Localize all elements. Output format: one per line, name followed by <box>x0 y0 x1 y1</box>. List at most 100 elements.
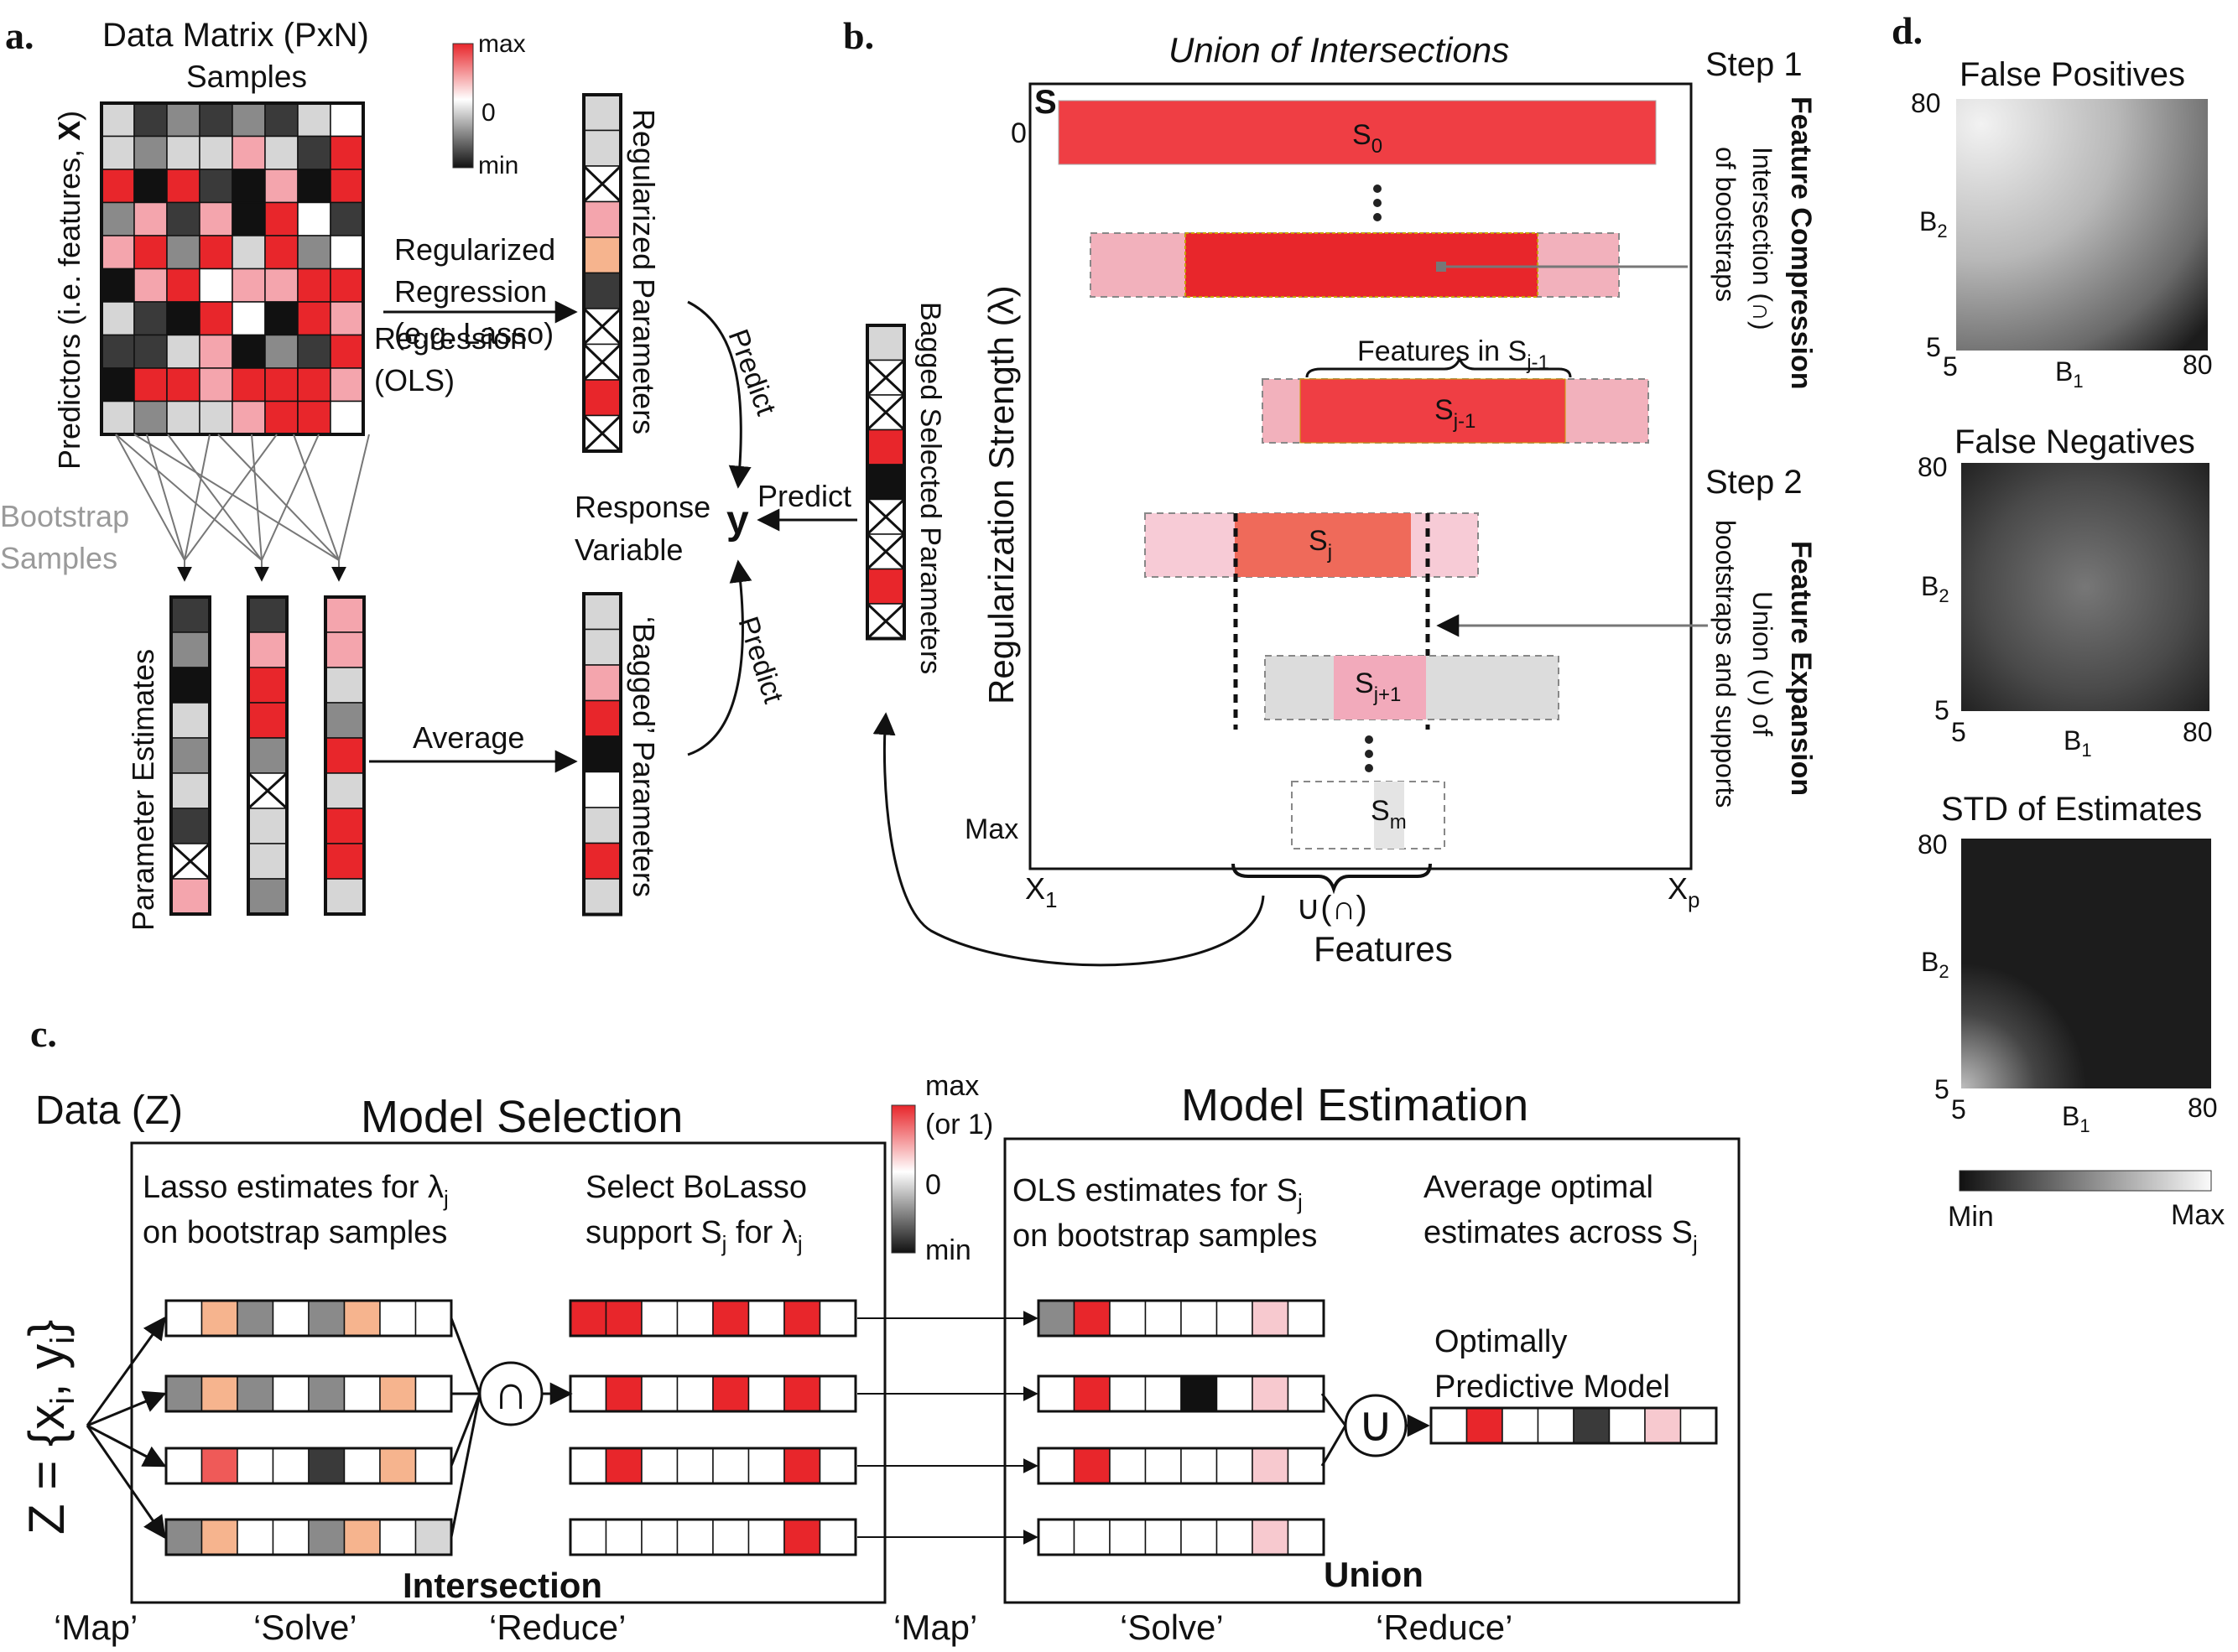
matrix-cell <box>232 334 266 369</box>
optimal-text-1: Optimally <box>1434 1324 1567 1359</box>
row-cell <box>414 1447 452 1484</box>
parameter-cell <box>247 843 288 880</box>
avg-text-1: Average optimal <box>1423 1170 1653 1205</box>
panel-label-a: a. <box>5 14 34 57</box>
predict-curve-top <box>687 300 752 489</box>
parameter-estimate-columns <box>169 595 366 916</box>
average-label: Average <box>413 720 524 755</box>
row-cell <box>1038 1519 1075 1556</box>
x-mark-icon <box>866 532 906 570</box>
map-label-1: ‘Map’ <box>54 1608 138 1647</box>
panel-b: Union of Intersections S 0 Max Regulariz… <box>965 30 1817 969</box>
regularized-cell-frame <box>582 93 622 453</box>
matrix-cell <box>297 169 331 204</box>
row-cell <box>605 1375 643 1412</box>
matrix-cell <box>133 268 168 303</box>
dots-2 <box>1365 735 1373 772</box>
parameter-column <box>247 595 289 916</box>
union-label-2: bootstraps and supports <box>1710 520 1741 808</box>
row-cell <box>414 1519 452 1556</box>
matrix-cell <box>199 268 233 303</box>
row-cell <box>605 1300 643 1337</box>
regularized-cell <box>583 129 622 167</box>
parameter-cell <box>170 737 211 774</box>
matrix-cell <box>330 201 364 236</box>
std-tick-5y: 5 <box>1934 1074 1949 1104</box>
matrix-cell <box>166 102 200 138</box>
matrix-cell <box>133 201 168 236</box>
matrix-cell <box>101 400 135 435</box>
matrix-cell <box>101 169 135 204</box>
fp-tick-5y: 5 <box>1926 332 1941 362</box>
matrix-cell <box>133 334 168 369</box>
row-cell <box>1180 1447 1218 1484</box>
panel-d: False Positives 80 5 5 80 B2 B1 False Ne… <box>1911 56 2225 1233</box>
regularized-cell <box>583 236 622 274</box>
row-cell <box>379 1300 417 1337</box>
fn-title: False Negatives <box>1954 423 2195 460</box>
parameter-column <box>169 595 211 916</box>
bagged-cell <box>583 878 622 916</box>
parameter-cell <box>325 702 365 739</box>
matrix-cell <box>199 334 233 369</box>
matrix-cell <box>264 235 299 270</box>
row-cell <box>1109 1375 1147 1412</box>
d-scale-max: Max <box>2171 1199 2225 1231</box>
matrix-cell <box>101 334 135 369</box>
sj-label: Sj <box>1309 525 1332 564</box>
row-cell <box>1287 1375 1325 1412</box>
bagged-cell <box>583 842 622 880</box>
matrix-cell <box>264 334 299 369</box>
regularized-cell <box>583 200 622 238</box>
matrix-cell <box>264 135 299 170</box>
row-cell <box>1073 1300 1111 1337</box>
row-cell <box>783 1519 821 1556</box>
row-cell <box>343 1447 381 1484</box>
bar-s0 <box>1058 100 1657 165</box>
support-row <box>569 1447 857 1485</box>
row-cell <box>1038 1375 1075 1412</box>
std-b2: B2 <box>1921 947 1949 982</box>
row-cell <box>1252 1300 1289 1337</box>
features-axis-label: Features <box>1314 929 1453 969</box>
row-cell <box>272 1447 310 1484</box>
parameter-cell <box>247 667 288 704</box>
bagged-selected-cell <box>867 464 905 501</box>
std-tick-5x: 5 <box>1951 1094 1966 1125</box>
regularized-label-3: (e.g. Lasso) <box>394 316 554 351</box>
row-cell <box>1180 1300 1218 1337</box>
row-cell <box>1109 1447 1147 1484</box>
row-cell <box>200 1519 238 1556</box>
parameter-cell <box>325 772 365 809</box>
panel-label-c: c. <box>30 1012 57 1055</box>
matrix-cell <box>264 268 299 303</box>
row-cell <box>1608 1407 1646 1444</box>
row-cell <box>641 1447 679 1484</box>
matrix-cell <box>264 201 299 236</box>
scale-max-label: max <box>478 30 526 58</box>
row-cell <box>1252 1519 1289 1556</box>
row-cell <box>1215 1519 1253 1556</box>
parameter-cell-frame <box>169 595 211 916</box>
dots-1 <box>1373 184 1382 221</box>
regularized-parameters-column <box>582 93 622 453</box>
x-mark-icon <box>582 164 622 203</box>
bagged-selected-label: Bagged Selected Parameters <box>914 302 946 674</box>
model-estimation-box <box>1003 1137 1741 1604</box>
lasso-row <box>164 1374 453 1413</box>
row-cell <box>414 1300 452 1337</box>
matrix-cell <box>232 135 266 170</box>
bagged-selected-cell <box>867 325 905 361</box>
map-arrows-2 <box>857 1311 1038 1545</box>
matrix-cell <box>133 367 168 403</box>
x-mark-icon <box>582 414 622 453</box>
x-mark-icon <box>866 359 906 397</box>
row-cell <box>200 1447 238 1484</box>
matrix-cell <box>330 135 364 170</box>
matrix-cell <box>297 400 331 435</box>
row-cell <box>1144 1300 1182 1337</box>
matrix-cell <box>264 367 299 403</box>
bar-sj-inner <box>1235 513 1411 577</box>
reg-strength-label: Regularization Strength (λ) <box>981 285 1021 704</box>
